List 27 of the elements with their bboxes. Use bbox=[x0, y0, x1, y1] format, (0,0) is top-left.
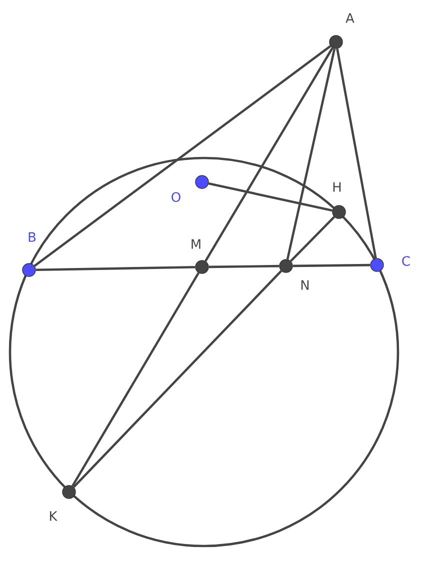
line-segment bbox=[336, 48, 377, 258]
point bbox=[279, 259, 293, 273]
line-segment bbox=[290, 216, 336, 262]
point bbox=[195, 260, 209, 274]
line-segment bbox=[292, 264, 370, 268]
line-segment bbox=[72, 272, 200, 487]
line-segment bbox=[208, 182, 333, 212]
line-segment bbox=[204, 47, 334, 262]
point bbox=[62, 485, 76, 499]
line-segment bbox=[286, 48, 336, 260]
line-segment bbox=[208, 264, 280, 268]
line-segment bbox=[36, 266, 196, 272]
line-segment bbox=[72, 270, 282, 488]
point-label: B bbox=[28, 232, 36, 242]
point bbox=[370, 258, 384, 272]
point bbox=[195, 175, 209, 189]
point-label: O bbox=[172, 192, 180, 202]
point-label: N bbox=[301, 280, 309, 290]
point-label: C bbox=[402, 256, 410, 266]
point bbox=[332, 205, 346, 219]
line-segment bbox=[34, 45, 332, 267]
point-label: M bbox=[192, 239, 200, 249]
point-label: K bbox=[50, 511, 58, 521]
point bbox=[329, 35, 343, 49]
point-label: A bbox=[346, 13, 354, 23]
point bbox=[22, 263, 36, 277]
point-label: H bbox=[333, 182, 341, 192]
